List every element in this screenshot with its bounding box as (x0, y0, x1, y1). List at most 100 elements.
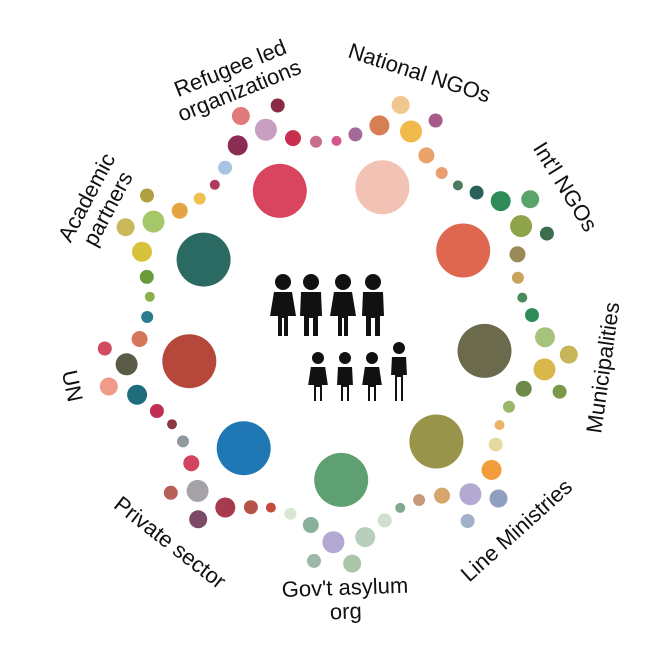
small-dot (163, 485, 178, 500)
small-dot (227, 135, 248, 156)
cluster-refugee-led (209, 98, 322, 218)
small-dot (510, 215, 533, 238)
label-municipalities: Municipalities (581, 300, 624, 434)
small-dot (186, 479, 209, 502)
small-dot (127, 384, 148, 405)
small-dot (132, 241, 152, 262)
small-dot (144, 291, 155, 302)
small-dot (99, 377, 118, 396)
small-dot (503, 400, 515, 413)
small-dot (400, 120, 422, 143)
label-line: Int'l NGOs (528, 137, 603, 236)
small-dot (331, 135, 342, 146)
label-line: Gov't asylum (281, 573, 408, 602)
small-dot (348, 127, 363, 142)
cluster-national-ngos (331, 96, 448, 215)
main-circle-municipalities (457, 323, 512, 378)
small-dot (535, 327, 555, 348)
cluster-govt-asylum (284, 452, 406, 573)
stakeholder-clusters (97, 96, 578, 573)
small-dot (310, 135, 322, 148)
label-line: Municipalities (581, 300, 624, 434)
small-dot (391, 96, 410, 114)
label-line: Private sector (109, 491, 230, 594)
small-dot (517, 292, 528, 303)
small-dot (418, 147, 435, 164)
small-dot (183, 455, 200, 472)
cluster-un (97, 311, 217, 430)
cluster-line-ministries (409, 414, 508, 528)
small-dot (116, 218, 135, 237)
small-dot (490, 191, 511, 212)
label-govt-asylum: Gov't asylumorg (281, 573, 409, 626)
main-circle-refugee-led (252, 163, 307, 218)
small-dot (435, 167, 448, 179)
main-circle-national-ngos (355, 160, 410, 215)
label-line: UN (57, 368, 88, 404)
small-dot (167, 419, 177, 430)
small-dot (270, 98, 285, 113)
small-dot (459, 483, 482, 506)
small-dot (193, 192, 206, 205)
small-dot (254, 118, 277, 141)
label-line: National NGOs (345, 38, 493, 107)
small-dot (488, 437, 503, 452)
small-dot (509, 246, 526, 263)
small-dot (452, 180, 463, 191)
small-dot (395, 502, 406, 513)
label-academic-partners: Academicpartners (53, 149, 142, 257)
small-dot (307, 553, 321, 568)
cluster-municipalities (457, 292, 578, 413)
label-national-ngos: National NGOs (345, 38, 493, 107)
small-dot (97, 341, 112, 356)
small-dot (413, 494, 426, 506)
small-dot (533, 358, 556, 381)
small-dot (171, 202, 188, 219)
main-circle-academic-partners (176, 232, 231, 287)
small-dot (377, 513, 392, 528)
small-dot (139, 269, 154, 284)
small-dot (231, 107, 250, 125)
small-dot (355, 527, 376, 548)
cluster-intl-ngos (436, 180, 554, 284)
label-un: UN (57, 368, 88, 404)
small-dot (539, 226, 554, 241)
small-dot (515, 380, 532, 397)
label-private-sector: Private sector (109, 491, 230, 594)
small-dot (322, 531, 345, 554)
family-people-icon (270, 274, 410, 403)
cluster-academic-partners (116, 188, 231, 302)
small-dot (218, 160, 233, 175)
label-intl-ngos: Int'l NGOs (528, 137, 603, 236)
label-line: org (329, 598, 362, 624)
main-circle-private-sector (216, 421, 271, 476)
small-dot (149, 404, 164, 418)
small-dot (428, 113, 443, 128)
small-dot (189, 510, 208, 529)
small-dot (460, 514, 475, 528)
small-dot (494, 420, 505, 430)
main-circle-line-ministries (409, 414, 464, 469)
small-dot (177, 435, 189, 448)
main-circle-intl-ngos (436, 223, 491, 278)
cluster-private-sector (163, 421, 276, 529)
small-dot (489, 489, 508, 508)
small-dot (511, 271, 524, 284)
small-dot (215, 497, 236, 518)
small-dot (525, 308, 539, 323)
small-dot (559, 345, 578, 364)
small-dot (209, 179, 220, 190)
small-dot (140, 188, 154, 203)
small-dot (243, 500, 258, 515)
main-circle-un (162, 334, 217, 389)
small-dot (552, 384, 567, 399)
small-dot (481, 459, 502, 480)
small-dot (302, 517, 319, 533)
small-dot (141, 311, 154, 323)
small-dot (131, 331, 148, 347)
small-dot (142, 210, 165, 233)
main-circle-govt-asylum (314, 452, 369, 507)
small-dot (115, 353, 138, 376)
